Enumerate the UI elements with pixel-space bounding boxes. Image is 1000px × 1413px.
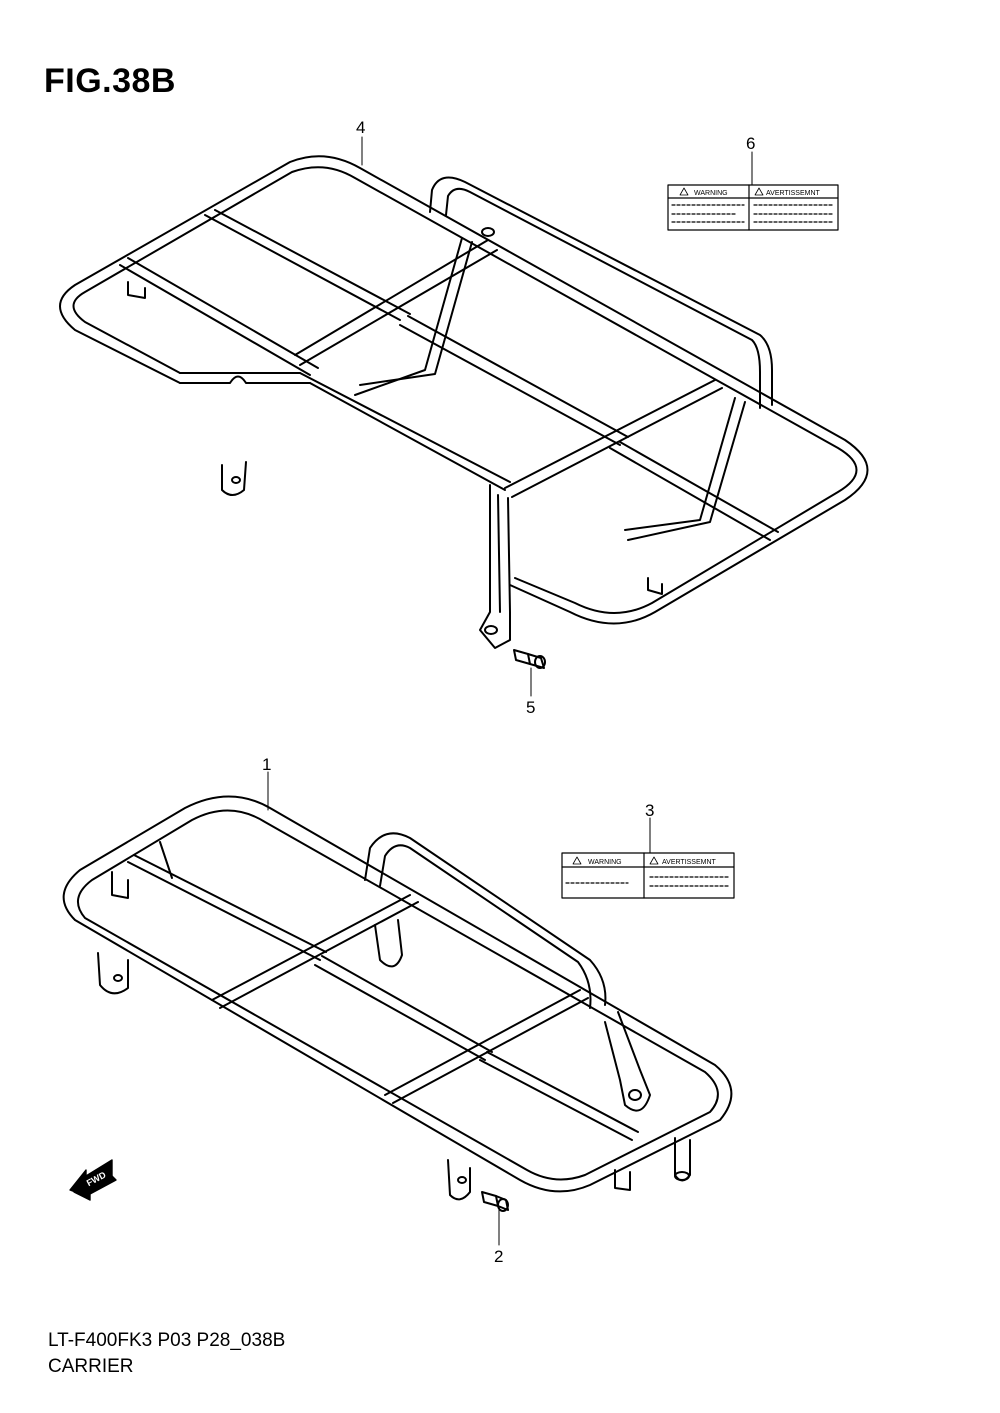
carrier-part-1: [62, 795, 733, 1201]
bolt-part-2: [481, 1191, 509, 1212]
callout-6: 6: [746, 134, 755, 153]
callout-leaders: [267, 136, 753, 1246]
label-6-avertissement-text: AVERTISSEMNT: [766, 190, 821, 197]
warning-label-part-3: [561, 852, 735, 899]
figure-title: FIG.38B: [44, 62, 176, 100]
forward-arrow-icon: [69, 1159, 117, 1201]
callout-4: 4: [356, 118, 365, 137]
bolt-part-5: [513, 649, 546, 669]
callout-5: 5: [526, 698, 535, 717]
callout-2: 2: [494, 1247, 503, 1266]
carrier-part-4: [59, 155, 869, 649]
diagram-code: LT-F400FK3 P03 P28_038B: [48, 1330, 286, 1351]
label-3-warning-text: WARNING: [588, 859, 622, 866]
diagram-name: CARRIER: [48, 1356, 134, 1377]
callout-1: 1: [262, 755, 271, 774]
warning-label-part-6: [667, 184, 839, 231]
label-3-avertissement-text: AVERTISSEMNT: [662, 859, 717, 866]
label-6-warning-text: WARNING: [694, 190, 728, 197]
callout-3: 3: [645, 801, 654, 820]
